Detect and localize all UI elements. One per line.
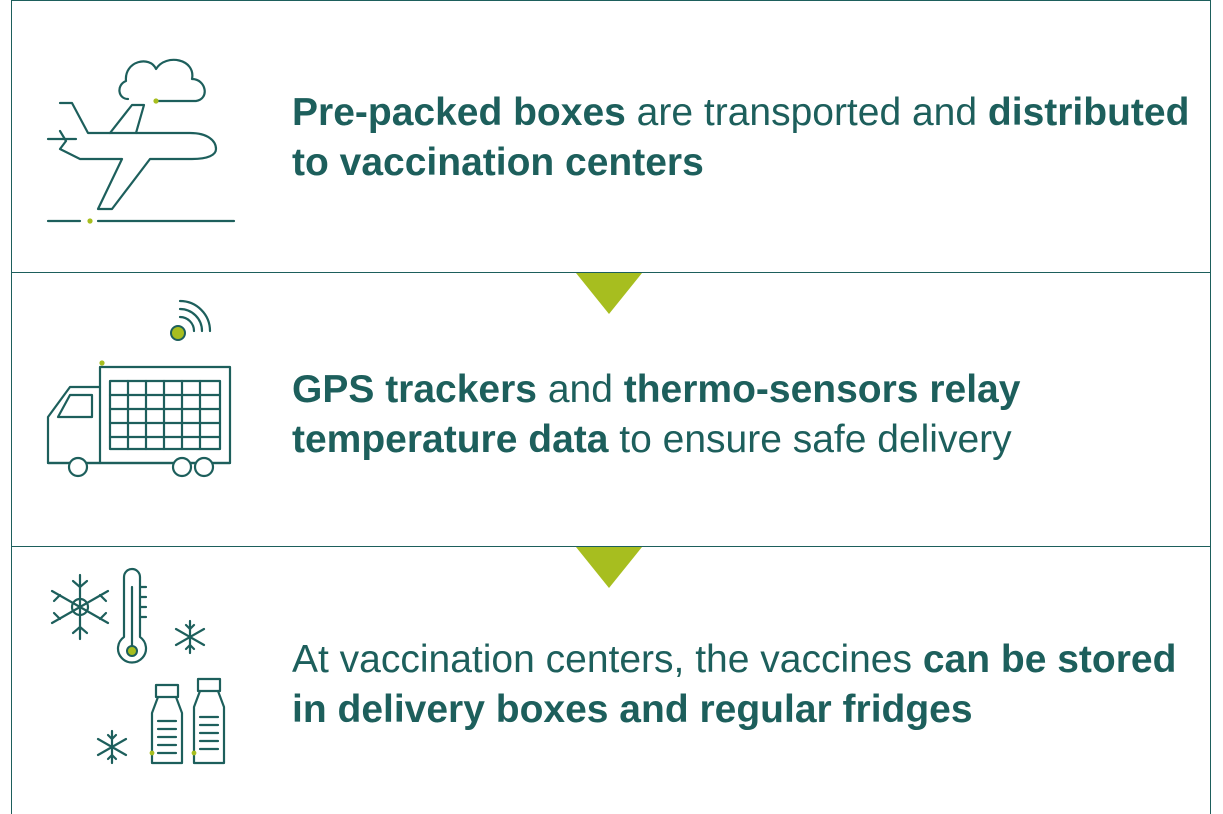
gps-truck-icon	[46, 299, 232, 478]
step-1-text-run: are transported and	[625, 91, 988, 134]
step-3-text: At vaccination centers, the vaccines can…	[292, 635, 1210, 735]
step-3-text-run: At vaccination centers, the vaccines	[292, 638, 923, 681]
step-panel-2: GPS trackers and thermo-sensors relay te…	[11, 272, 1211, 546]
airplane-cloud-icon	[46, 58, 236, 224]
flow-arrow-2	[576, 547, 642, 588]
step-panel-3: At vaccination centers, the vaccines can…	[11, 546, 1211, 814]
step-2-text-run: GPS trackers	[292, 368, 537, 411]
step-3-text-run: can be stored in delivery boxes and regu…	[292, 638, 1177, 731]
cold-storage-vials-icon	[50, 567, 226, 765]
step-2-text-run: to ensure safe delivery	[608, 418, 1012, 461]
step-panel-1: Pre-packed boxes are transported and dis…	[11, 0, 1211, 272]
step-2-text-run: and	[537, 368, 624, 411]
step-2-text-run: thermo-sensors relay temperature data	[292, 368, 1021, 461]
step-2-text: GPS trackers and thermo-sensors relay te…	[292, 365, 1210, 465]
step-1-text-run: distributed to vaccination centers	[292, 91, 1190, 184]
flow-arrow-1	[576, 273, 642, 314]
step-1-text-run: Pre-packed boxes	[292, 91, 626, 134]
step-1-text: Pre-packed boxes are transported and dis…	[292, 88, 1210, 188]
